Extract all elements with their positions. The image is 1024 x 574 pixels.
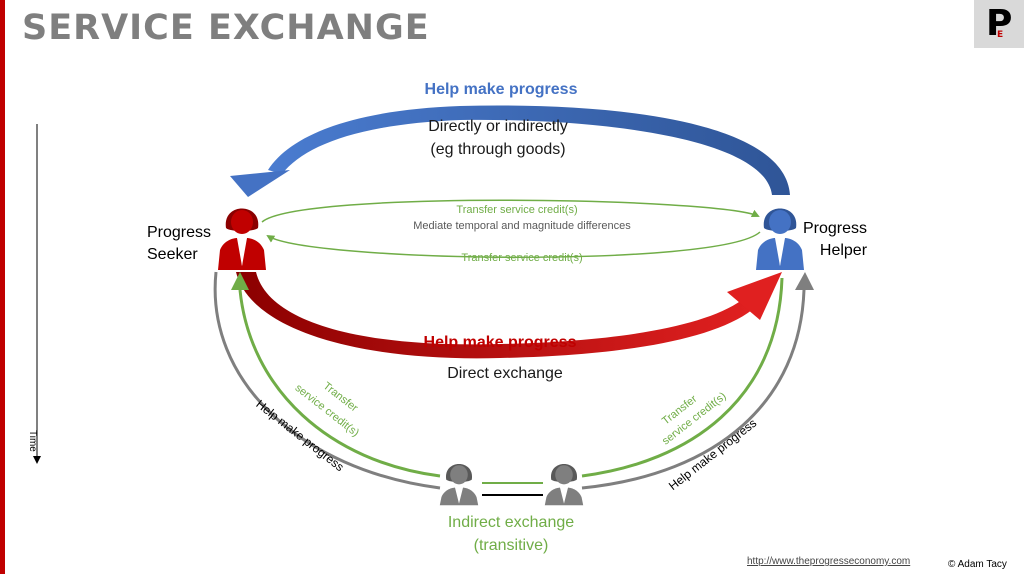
right-gray-arrowhead xyxy=(795,272,814,290)
direct-arrow-title: Help make progress xyxy=(423,334,577,351)
time-axis-label: Time xyxy=(27,430,38,452)
page-title: SERVICE EXCHANGE xyxy=(22,8,430,48)
right-gray-arc xyxy=(581,289,806,490)
person-gray-icon xyxy=(544,464,584,506)
credit-loop-lower xyxy=(266,231,761,258)
logo: P E xyxy=(974,0,1024,48)
credit-loop-upper xyxy=(261,199,760,223)
helper-line2: Helper xyxy=(819,242,868,259)
left-accent-bar xyxy=(0,0,5,574)
credit-middle-label: Mediate temporal and magnitude differenc… xyxy=(413,220,631,232)
red-arrowhead xyxy=(727,272,782,320)
indirect-line2: (transitive) xyxy=(473,537,549,554)
seeker-line2: Seeker xyxy=(147,246,198,263)
right-green-arc xyxy=(581,277,784,478)
red-arrow-body xyxy=(236,272,752,359)
website-link[interactable]: http://www.theprogresseconomy.com xyxy=(747,556,911,567)
copyright: © Adam Tacy xyxy=(948,559,1007,570)
top-arrow-line2: (eg through goods) xyxy=(430,141,566,158)
seeker-line1: Progress xyxy=(147,224,212,241)
helper-line1: Progress xyxy=(803,220,868,237)
blue-arrow-body xyxy=(268,105,790,195)
blue-arrowhead xyxy=(230,170,290,197)
person-gray-icon xyxy=(439,464,479,506)
direct-arrow-subtitle: Direct exchange xyxy=(447,365,563,382)
person-blue-icon xyxy=(756,208,804,270)
top-arrow-title: Help make progress xyxy=(424,81,578,98)
helper-label: Progress Helper xyxy=(803,218,867,262)
indirect-label: Indirect exchange (transitive) xyxy=(448,511,574,557)
credit-lower-label: Transfer service credit(s) xyxy=(461,252,583,264)
left-green-arc xyxy=(238,289,441,478)
seeker-label: Progress Seeker xyxy=(147,222,211,266)
time-axis-arrowhead xyxy=(33,456,41,464)
left-green-arrowhead xyxy=(231,272,249,290)
left-gray-arc xyxy=(213,271,441,490)
top-arrow-line1: Directly or indirectly xyxy=(428,118,568,135)
credit-upper-label: Transfer service credit(s) xyxy=(456,204,578,216)
indirect-line1: Indirect exchange xyxy=(447,514,575,531)
logo-letter: P xyxy=(986,3,1013,44)
person-red-icon xyxy=(218,208,266,270)
logo-sub: E xyxy=(997,30,1004,40)
